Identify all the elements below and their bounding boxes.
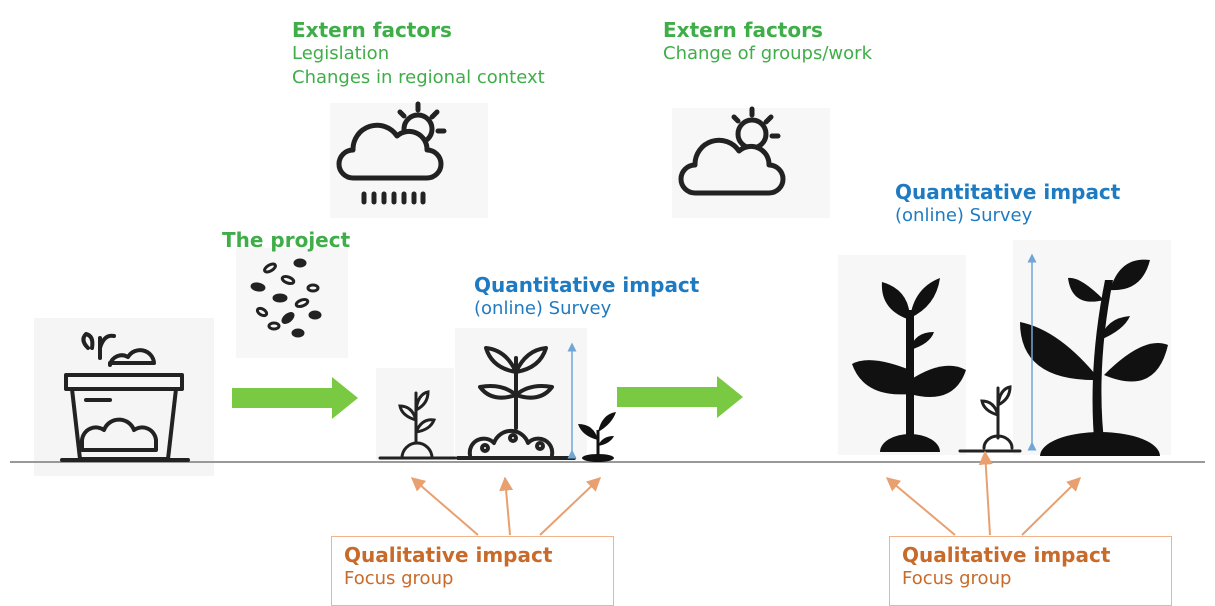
soil-pot-tile bbox=[34, 318, 214, 476]
extern-factors-right-line-1: Change of groups/work bbox=[663, 43, 872, 64]
qual-arrow-right-2 bbox=[978, 450, 993, 536]
extern-factors-left-title: Extern factors bbox=[292, 18, 452, 42]
sprout-right-icon bbox=[958, 385, 1022, 453]
cloud-sun-icon bbox=[678, 106, 786, 196]
seeds-tile bbox=[236, 248, 348, 358]
extern-factors-right-title: Extern factors bbox=[663, 18, 823, 42]
extern-factors-right: Extern factors Change of groups/work bbox=[663, 18, 872, 66]
seedling-icon bbox=[456, 346, 576, 460]
qualitative-impact-left-subtitle: Focus group bbox=[344, 568, 454, 589]
quantitative-impact-right-subtitle: (online) Survey bbox=[895, 205, 1033, 226]
soil-pot-icon bbox=[60, 332, 190, 462]
qualitative-impact-right-box: Qualitative impact Focus group bbox=[889, 536, 1172, 606]
extern-factors-left-line-2: Changes in regional context bbox=[292, 67, 545, 88]
extern-factors-left: Extern factors Legislation Changes in re… bbox=[292, 18, 545, 90]
project-arrow-right bbox=[617, 376, 743, 418]
qual-arrow-left-2 bbox=[499, 476, 514, 536]
rain-cloud-sun-icon bbox=[336, 101, 447, 205]
extern-factors-left-line-1: Legislation bbox=[292, 43, 390, 64]
qualitative-impact-right-title: Qualitative impact bbox=[902, 543, 1111, 567]
qual-arrow-right-3 bbox=[1021, 477, 1081, 536]
qual-arrow-left-1 bbox=[410, 477, 479, 536]
large-plant-left-tile bbox=[838, 255, 966, 455]
quantitative-impact-left: Quantitative impact (online) Survey bbox=[474, 273, 699, 321]
seedling-tile bbox=[455, 328, 587, 460]
qual-arrow-right-1 bbox=[885, 477, 956, 536]
quantitative-impact-right: Quantitative impact (online) Survey bbox=[895, 180, 1120, 228]
qualitative-impact-left-box: Qualitative impact Focus group bbox=[331, 536, 614, 606]
large-plant-left-icon bbox=[852, 278, 966, 452]
qualitative-impact-right-subtitle: Focus group bbox=[902, 568, 1012, 589]
seeds-icon bbox=[250, 258, 322, 338]
qualitative-impact-left-title: Qualitative impact bbox=[344, 543, 553, 567]
project-label: The project bbox=[222, 228, 351, 252]
large-plant-right-icon bbox=[1020, 259, 1168, 456]
quantitative-impact-right-title: Quantitative impact bbox=[895, 180, 1121, 204]
qual-arrow-left-3 bbox=[539, 477, 602, 536]
small-plant-icon bbox=[578, 412, 616, 462]
quantitative-impact-left-title: Quantitative impact bbox=[474, 273, 700, 297]
project-arrow-left bbox=[232, 377, 358, 419]
sprout-icon bbox=[378, 390, 457, 460]
quantitative-impact-left-subtitle: (online) Survey bbox=[474, 298, 612, 319]
